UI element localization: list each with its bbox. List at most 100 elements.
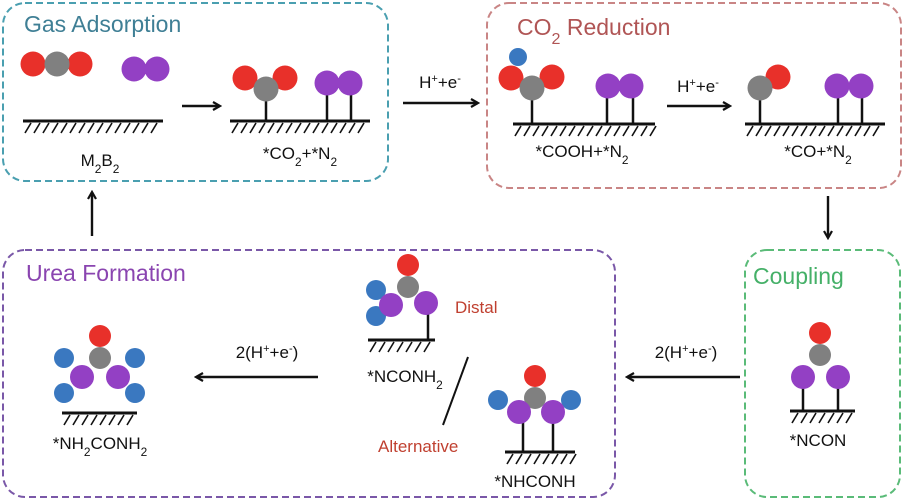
surface-hatch xyxy=(231,122,239,134)
subscript: 2 xyxy=(552,30,561,48)
subscript: 2 xyxy=(95,162,102,176)
oxygen-atom xyxy=(272,65,298,91)
hydrogen-atom xyxy=(54,383,74,403)
surface-hatch xyxy=(33,122,41,134)
nitrogen-atom xyxy=(824,73,850,99)
surface-hatch xyxy=(604,125,612,137)
pathway-divider xyxy=(442,356,469,426)
surface-hatch xyxy=(532,125,540,137)
formula-text: ) xyxy=(712,343,718,362)
surface-hatch xyxy=(541,125,549,137)
formula-text: +*N xyxy=(302,144,331,163)
hydrogen-atom xyxy=(509,48,527,66)
subscript: 2 xyxy=(113,162,120,176)
nconh2-label: *NCONH2 xyxy=(367,367,443,392)
step4-reagent-label: 2(H++e-) xyxy=(236,343,299,362)
nitrogen-atom xyxy=(541,400,565,424)
surface-hatch xyxy=(791,125,799,137)
surface-hatch xyxy=(108,414,116,426)
nitrogen-atom xyxy=(507,400,531,424)
surface-hatch xyxy=(150,122,158,134)
cooh-n2-label: *COOH+*N2 xyxy=(535,142,628,167)
surface-hatch xyxy=(369,341,377,353)
surface-hatch xyxy=(357,122,365,134)
formula-text: *NHCONH xyxy=(494,472,575,491)
surface-hatch xyxy=(560,453,568,465)
superscript: - xyxy=(708,343,712,355)
superscript: + xyxy=(431,73,437,85)
surface-hatch xyxy=(387,341,395,353)
formula-text: B xyxy=(101,151,112,170)
subscript: 2 xyxy=(436,378,443,392)
subscript: 2 xyxy=(622,153,629,167)
surface-hatch xyxy=(800,412,808,424)
nitrogen-atom xyxy=(70,365,94,389)
coupling-box xyxy=(744,249,901,498)
surface-hatch xyxy=(405,341,413,353)
surface-hatch xyxy=(827,412,835,424)
formula-text: H xyxy=(677,77,689,96)
formula-text: *COOH+*N xyxy=(535,142,621,161)
oxygen-atom xyxy=(539,64,565,90)
surface-hatch xyxy=(836,125,844,137)
surface-hatch xyxy=(863,125,871,137)
carbon-atom xyxy=(397,276,419,298)
formula-text: CO xyxy=(517,14,552,40)
surface-hatch xyxy=(81,414,89,426)
surface-hatch xyxy=(276,122,284,134)
surface-hatch xyxy=(99,414,107,426)
surface-hatch xyxy=(330,122,338,134)
surface-hatch xyxy=(640,125,648,137)
surface-hatch xyxy=(114,122,122,134)
carbon-atom xyxy=(89,347,111,369)
step3-reagent-label: 2(H++e-) xyxy=(655,343,718,362)
surface-hatch xyxy=(559,125,567,137)
surface-hatch xyxy=(312,122,320,134)
oxygen-atom xyxy=(524,365,546,387)
surface-hatch xyxy=(764,125,772,137)
surface-hatch xyxy=(72,414,80,426)
surface-hatch xyxy=(533,453,541,465)
formula-text: 2(H xyxy=(655,343,682,362)
nitrogen-atom xyxy=(121,56,147,82)
surface-hatch xyxy=(577,125,585,137)
formula-text: Reduction xyxy=(560,14,670,40)
surface-hatch xyxy=(542,453,550,465)
surface-hatch xyxy=(800,125,808,137)
surface-hatch xyxy=(809,125,817,137)
surface-hatch xyxy=(117,414,125,426)
superscript: + xyxy=(263,343,269,355)
nitrogen-atom xyxy=(106,365,130,389)
coupling-title: Coupling xyxy=(753,263,844,289)
hydrogen-atom xyxy=(488,390,508,410)
surface-hatch xyxy=(60,122,68,134)
surface-hatch xyxy=(506,453,514,465)
surface-hatch xyxy=(836,412,844,424)
surface-hatch xyxy=(63,414,71,426)
urea-formation-title: Urea Formation xyxy=(26,260,186,286)
surface-hatch xyxy=(78,122,86,134)
nhconh-label: *NHCONH xyxy=(494,472,575,491)
surface-hatch xyxy=(854,125,862,137)
surface-hatch xyxy=(321,122,329,134)
surface-hatch xyxy=(551,453,559,465)
formula-text: *NCON xyxy=(790,431,847,450)
carbon-atom xyxy=(44,51,70,77)
surface-hatch xyxy=(240,122,248,134)
urea-formation-box xyxy=(2,249,616,498)
surface-hatch xyxy=(249,122,257,134)
surface-hatch xyxy=(569,453,577,465)
surface-hatch xyxy=(514,125,522,137)
surface-hatch xyxy=(87,122,95,134)
formula-text: +e xyxy=(438,73,457,92)
surface-hatch xyxy=(818,125,826,137)
surface-hatch xyxy=(69,122,77,134)
surface-hatch xyxy=(872,125,880,137)
formula-text: *NH xyxy=(53,434,84,453)
nitrogen-atom xyxy=(379,293,403,317)
formula-text: +e xyxy=(696,77,715,96)
formula-text: *CO+*N xyxy=(784,142,845,161)
ncon-label: *NCON xyxy=(790,431,847,450)
subscript: 2 xyxy=(84,445,91,459)
